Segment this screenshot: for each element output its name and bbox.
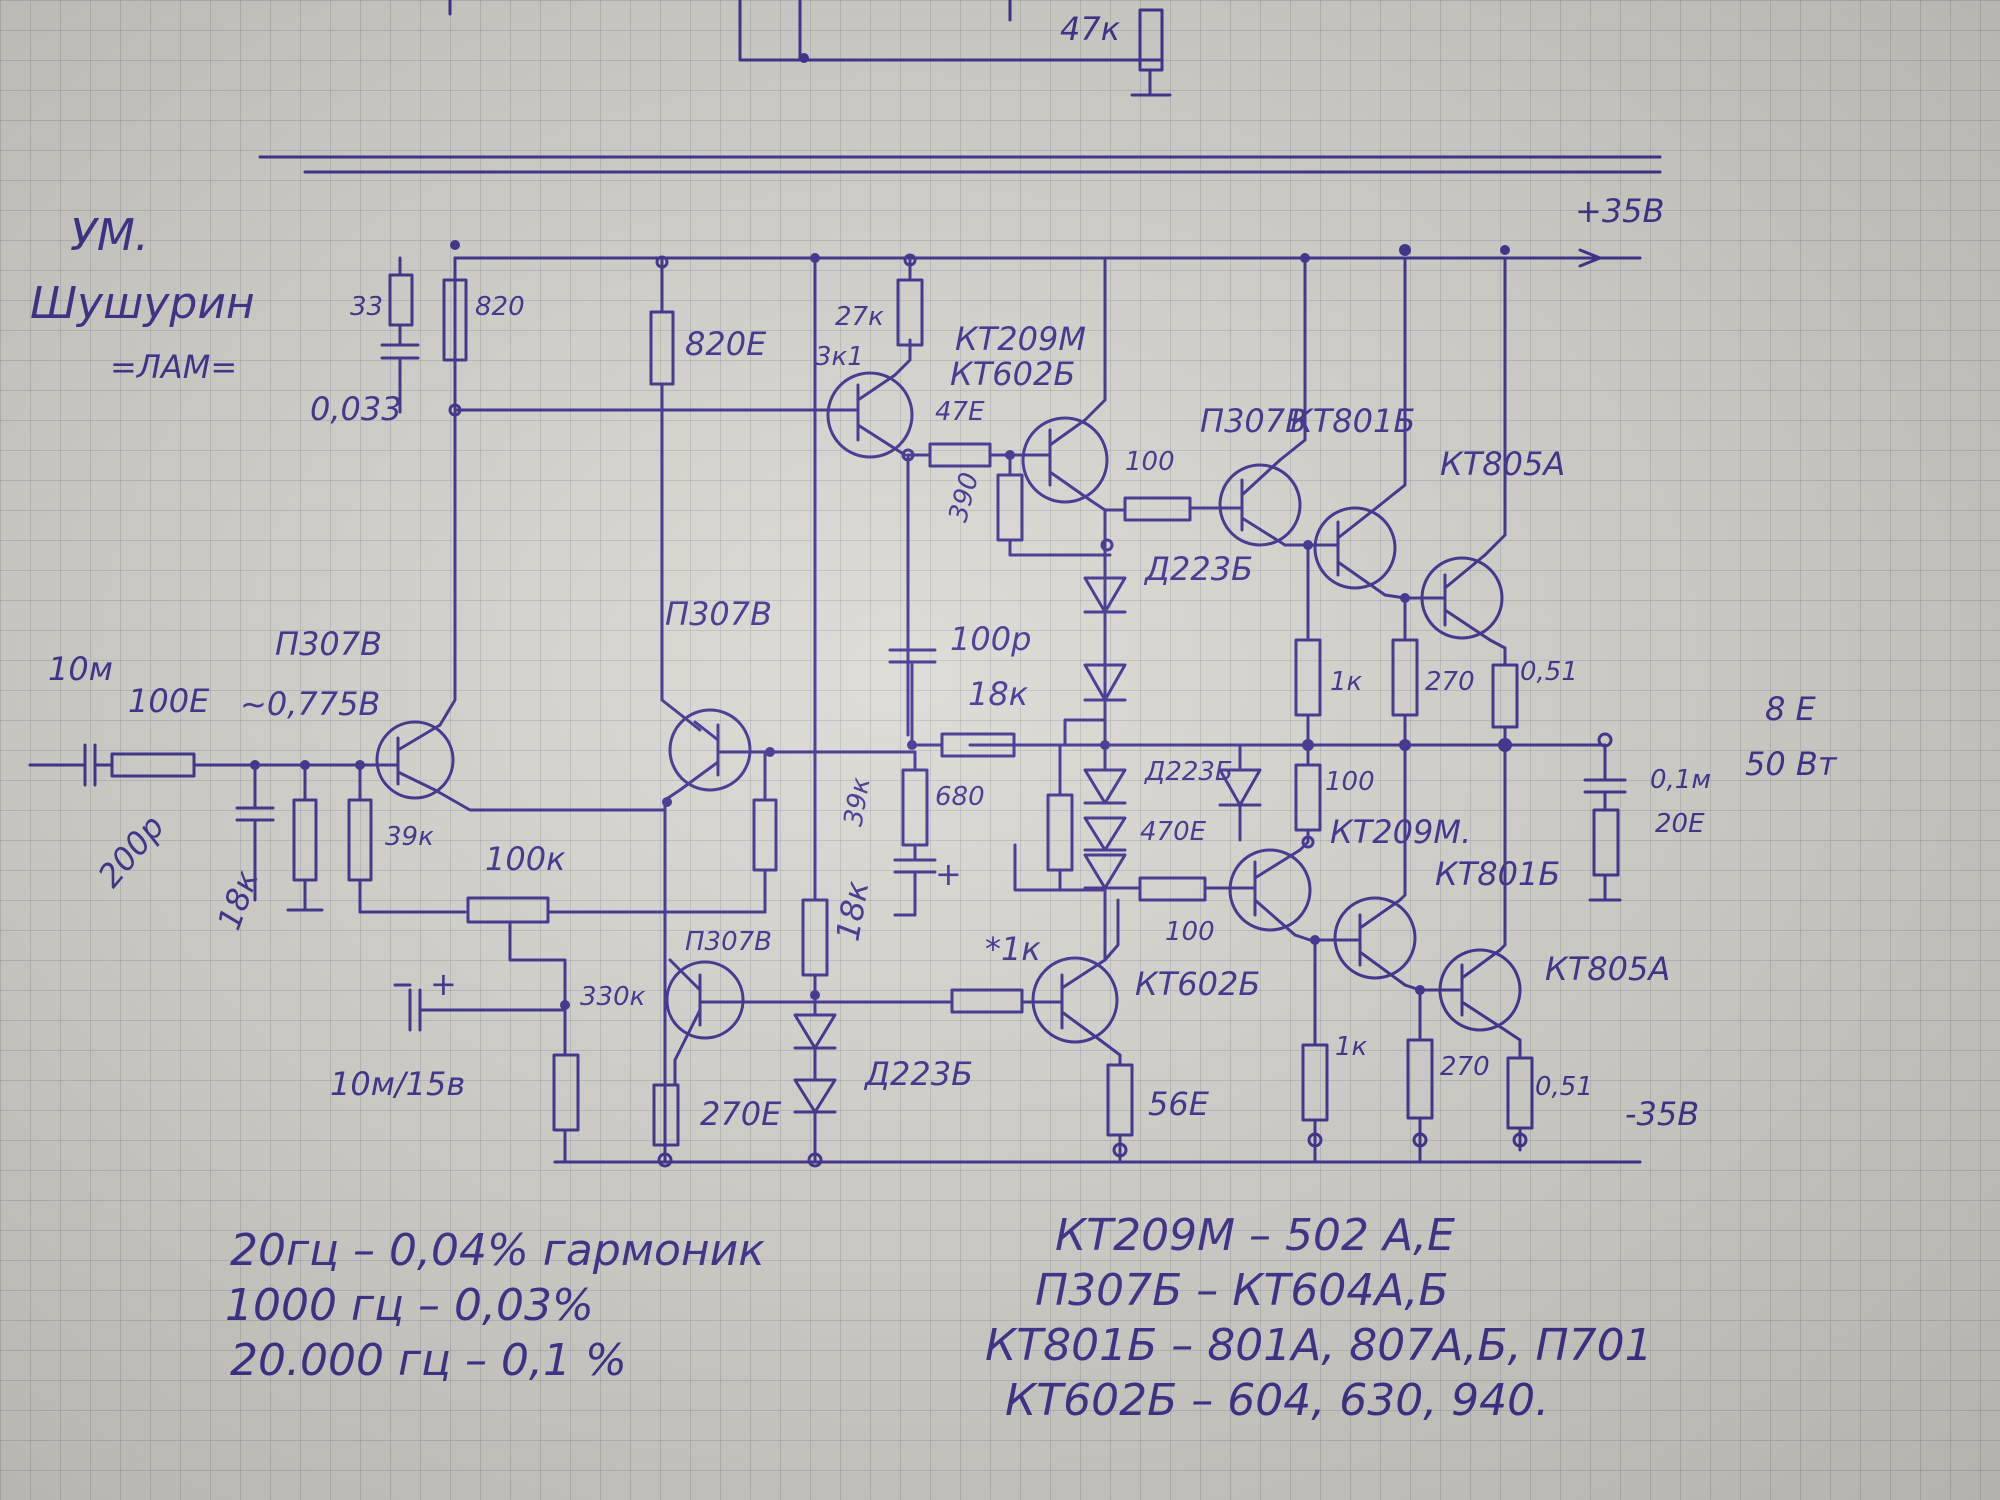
input-stage: 10м 100Ε П307В ~0,775В 200р 18к 39к [28, 625, 467, 935]
resistor-33-label: 33 [350, 292, 383, 322]
cap-01m-label: 0,1м [1650, 765, 1711, 795]
transistor-kt209m-top: 27к 3к1 КТ209М [815, 253, 1086, 737]
resistor-100a: 100 [1103, 447, 1224, 522]
load-impedance-label: 8 Ε [1765, 690, 1817, 728]
resistor-270-a-label: 270 [1425, 667, 1475, 697]
resistor-470-label: 470Ε [1140, 817, 1207, 847]
input-resistor-label: 100Ε [128, 682, 210, 720]
svg-text:+: + [935, 855, 962, 893]
transistor-p307v-top-label: П307В [1200, 402, 1307, 440]
resistor-820b-label: 820Ε [685, 325, 767, 363]
transistor-kt805a-bot-label: КТ805А [1545, 950, 1670, 988]
replacement-line-3: КТ801Б – 801А, 807А,Б, П701 [985, 1320, 1653, 1371]
zobel-network: 0,1м 20Ε [1583, 743, 1711, 902]
base-feedback [752, 747, 917, 914]
positive-rail-arrow [1578, 248, 1642, 268]
feedback-18k: 18к [913, 675, 1062, 758]
diode-top-label: Д223Б [1143, 550, 1253, 588]
resistor-18k-a-label: 18к [210, 865, 266, 935]
input-voltage-label: ~0,775В [240, 685, 380, 723]
transistor-kt602b-top: КТ602Б [950, 256, 1109, 742]
resistor-18k-b-label: 18к [968, 675, 1029, 713]
cap-0033-label: 0,033 [310, 390, 402, 428]
pot-100k-label: 100к [485, 840, 566, 878]
resistor-39k-a-label: 39к [385, 822, 434, 852]
replacement-line-2: П307Б – КТ604А,Б [1035, 1265, 1449, 1316]
resistor-820a-label: 820 [475, 292, 525, 322]
resistor-270e-label: 270Ε [700, 1095, 782, 1133]
top-47k-label: 47к [1060, 10, 1121, 48]
pot-100k: 100к [466, 840, 767, 1007]
transistor-kt209m-top-label: КТ209М [955, 320, 1086, 358]
subtitle: =ЛАМ= [110, 348, 237, 386]
resistor-680-label: 680 [935, 782, 985, 812]
power-rating-label: 50 Вт [1745, 745, 1838, 783]
transistor-p307v-mid: П307В [662, 595, 772, 1152]
resistor-100b-label: 100 [1165, 917, 1215, 947]
transistor-kt602b-bot: *1к КТ602Б 56Ε [938, 898, 1260, 1164]
transistor-kt602b-bot-label: КТ602Б [1135, 965, 1260, 1003]
cap-100p-label: 100р [950, 620, 1031, 658]
compensation-network: 100р + 39к 680 [839, 620, 1031, 917]
resistor-27k-label: 27к [835, 302, 884, 332]
resistor-47-label: 47Ε [935, 397, 985, 427]
resistor-100a-label: 100 [1125, 447, 1175, 477]
transistor-p307v-mid-label: П307В [665, 595, 772, 633]
harmonics-line-2: 1000 гц – 0,03% [225, 1280, 594, 1331]
resistor-20-label: 20Ε [1655, 809, 1705, 839]
input-transistor-label: П307В [275, 625, 382, 663]
resistor-390-label: 390 [943, 469, 985, 525]
resistor-39k-b-label: 39к [839, 775, 877, 829]
transistor-kt801b-top-label: КТ801Б [1290, 402, 1415, 440]
svg-text:+: + [430, 965, 457, 1003]
negative-supply-label: -35В [1625, 1095, 1699, 1133]
resistor-100c-label: 100 [1325, 767, 1375, 797]
cap-10m15-label: 10м/15в [330, 1065, 465, 1103]
resistor-56-label: 56Ε [1148, 1085, 1210, 1123]
replacement-line-1: КТ209М – 502 А,Е [1055, 1210, 1455, 1261]
replacement-line-4: КТ602Б – 604, 630, 940. [1005, 1375, 1549, 1426]
resistor-1k-star-label: *1к [985, 930, 1041, 968]
page-title: УМ. [70, 210, 149, 261]
diode-bot-label: Д223Б [863, 1055, 973, 1093]
transistor-p307v-bot: П307В 270Ε [652, 927, 942, 1168]
harmonics-notes: 20гц – 0,04% гармоник 1000 гц – 0,03% 20… [225, 1225, 765, 1386]
resistor-1k-b-label: 1к [1335, 1032, 1368, 1062]
diode-mid-label: Д223Б [1144, 757, 1233, 787]
transistor-p307v-bot-label: П307В [685, 927, 772, 957]
transistor-p307v-input [375, 256, 667, 812]
transistor-kt805a-top-label: КТ805А [1440, 445, 1565, 483]
resistor-330k-label: 330к [580, 982, 646, 1012]
resistor-3k1-label: 3к1 [815, 342, 864, 372]
positive-supply-label: +35В [1575, 192, 1664, 230]
diode-string-left: 18к Д223Б [793, 253, 973, 1168]
transistor-kt602b-top-label: КТ602Б [950, 355, 1075, 393]
author-name: Шушурин [30, 278, 255, 329]
resistor-100b: 100 [1103, 876, 1242, 947]
resistor-051-a-label: 0,51 [1520, 657, 1578, 687]
output-stage-upper: П307В 1к КТ801Б 270 КТ805А 0,51 [1200, 244, 1578, 747]
input-cap-label: 10м [48, 650, 113, 688]
diode-string-top: Д223Б [1063, 538, 1253, 747]
harmonics-line-3: 20.000 гц – 0,1 % [230, 1335, 627, 1386]
previous-circuit-fragment: 47к [448, 0, 1172, 97]
resistor-18k-c-label: 18к [828, 877, 876, 943]
bias-network: + 10м/15в 330к [330, 965, 646, 1164]
resistor-051-b-label: 0,51 [1535, 1072, 1593, 1102]
resistor-1k-a-label: 1к [1330, 667, 1363, 697]
resistor-270-b-label: 270 [1440, 1052, 1490, 1082]
output-stage-lower: КТ209М. 1к КТ801Б 270 КТ805А 0,51 [1228, 743, 1670, 1164]
cap-200p-label: 200р [90, 808, 171, 895]
harmonics-line-1: 20гц – 0,04% гармоник [230, 1225, 765, 1276]
resistor-820b: 820Ε [649, 255, 767, 732]
top-left-rc: 33 820 0,033 [310, 240, 832, 428]
replacement-notes: КТ209М – 502 А,Е П307Б – КТ604А,Б КТ801Б… [985, 1210, 1653, 1426]
transistor-kt801b-bot-label: КТ801Б [1435, 855, 1560, 893]
transistor-kt209m-bot-label: КТ209М. [1330, 813, 1471, 851]
